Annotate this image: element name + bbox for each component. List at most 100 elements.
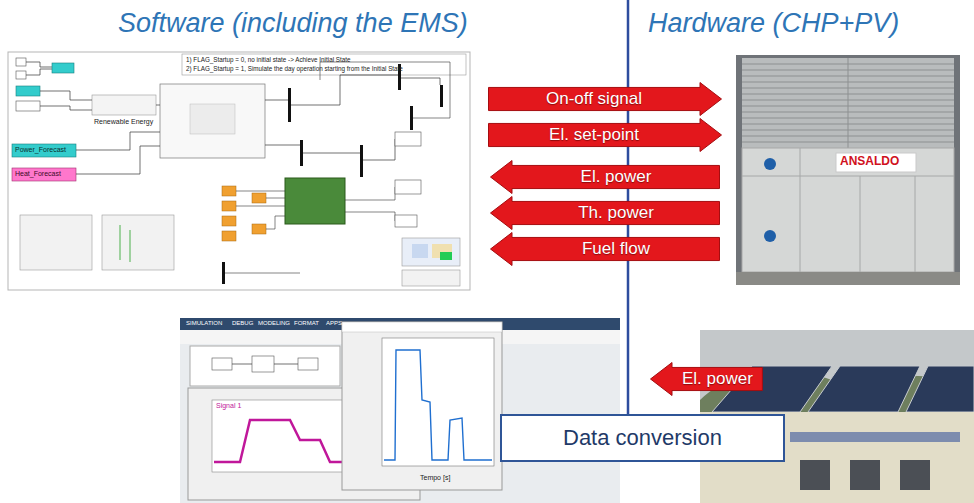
toolbar-tab: APPS (326, 320, 342, 327)
matlab-screenshot-part (212, 358, 232, 370)
chp-photo-part (742, 58, 954, 148)
simulink-screenshot-part (236, 191, 285, 192)
simulink-screenshot-part (20, 215, 92, 270)
simulink-screenshot-part (236, 206, 285, 207)
matlab-screenshot-part (252, 356, 274, 372)
node-text: El. set-point (549, 125, 639, 145)
simulink-screenshot-part (266, 198, 285, 199)
simulink-screenshot-part (182, 54, 466, 75)
toolbar-tab: MODELING (258, 320, 290, 327)
simulink-screenshot-part (363, 139, 395, 160)
simulink-screenshot-part (252, 193, 266, 203)
matlab-screenshot-part (342, 322, 502, 490)
simulink-screenshot-part (360, 145, 363, 177)
axis-label: Tempo [s] (420, 474, 450, 482)
simulink-screenshot-part (119, 225, 121, 260)
simulink-screenshot-part (12, 168, 76, 181)
toolbar-tab: DEBUG (232, 320, 253, 327)
simulink-screenshot-part (266, 216, 285, 229)
chp-photo-part-part (860, 176, 861, 272)
simulink-screenshot-part (440, 85, 443, 107)
simulink-screenshot-part (76, 146, 160, 174)
matlab-screenshot-part (180, 318, 620, 503)
simulink-screenshot-part (265, 100, 288, 101)
pv-photo-part (850, 460, 880, 490)
simulink-screenshot-part (16, 71, 26, 79)
panel-heading: Hardware (CHP+PV) (648, 8, 899, 39)
node-text: On-off signal (546, 89, 642, 109)
arrow-outline (489, 83, 722, 116)
matlab-screenshot-part (274, 364, 298, 365)
simulink-screenshot-part (288, 88, 291, 122)
simulink-screenshot-part (300, 140, 303, 166)
arrow-outline (489, 119, 722, 152)
block-name: Heat_Forecast (15, 170, 61, 178)
simulink-screenshot-part (156, 105, 160, 106)
simulink-screenshot-part (222, 201, 236, 211)
node-text: El. power (581, 167, 652, 187)
chp-photo-part-part (742, 176, 954, 177)
pv-photo-part (800, 460, 830, 490)
pv-photo-part (790, 432, 960, 442)
simulink-screenshot-part (402, 238, 460, 266)
simulink-screenshot-part (222, 262, 225, 284)
simulink-screenshot-part (222, 186, 236, 196)
simulink-screenshot-part (40, 106, 92, 110)
simulink-screenshot-part (12, 144, 76, 157)
block-name: Power_Forecast (15, 146, 66, 154)
signal-arrow: El. power (490, 160, 720, 194)
node-text: Fuel flow (582, 239, 650, 259)
arrow-outline (491, 233, 720, 266)
chp-photo-part-part (800, 148, 801, 272)
simulink-screenshot-part (16, 101, 40, 111)
matlab-screenshot-part (342, 322, 502, 332)
simulink-screenshot-part (102, 215, 174, 270)
matlab-screenshot-part (232, 364, 252, 365)
simulink-screenshot-part (345, 187, 395, 200)
node-text: El. power (682, 369, 753, 389)
pv-photo-part (906, 366, 974, 412)
simulink-screenshot-part (190, 104, 235, 134)
arrow-outline (651, 363, 763, 396)
simulink-screenshot-part (16, 86, 40, 96)
simulink-screenshot-part (402, 270, 460, 286)
simulink-screenshot-part (395, 132, 421, 146)
signal-arrow: Th. power (490, 196, 720, 230)
arrow-outline (491, 161, 720, 194)
simulink-screenshot-part (92, 95, 156, 115)
toolbar-tab: SIMULATION (186, 320, 222, 327)
pv-photo-part (900, 460, 930, 490)
signal-arrow: El. power (650, 362, 763, 396)
signal-arrow: On-off signal (488, 82, 722, 116)
model-annotation: 1) FLAG_Startup = 0, no initial state ->… (186, 56, 351, 63)
simulink-screenshot-part (252, 224, 266, 234)
node-text: Data conversion (563, 425, 722, 451)
panel-heading: Software (including the EMS) (118, 8, 468, 39)
signal-arrow: El. set-point (488, 118, 722, 152)
model-annotation: 2) FLAG_Startup = 1, Simulate the day op… (186, 65, 403, 72)
chp-photo-part (736, 272, 960, 285)
simulink-screenshot-part (303, 153, 360, 154)
simulink-screenshot-part (395, 215, 417, 227)
signal-arrow: Fuel flow (490, 232, 720, 266)
matlab-screenshot-part (382, 338, 494, 466)
simulink-screenshot-part (16, 58, 26, 66)
block-name: Renewable Energy (94, 118, 153, 126)
matlab-screenshot-part (298, 358, 318, 370)
arrow-outline (491, 197, 720, 230)
simulink-screenshot-part (345, 212, 395, 221)
simulink-screenshot-part (395, 180, 421, 194)
pv-photo-part (808, 366, 920, 412)
simulink-screenshot-part (285, 178, 345, 224)
chp-photo-part (836, 153, 916, 172)
simulink-screenshot-part (291, 75, 398, 105)
simulink-screenshot-part (265, 145, 300, 146)
simulink-screenshot-part (129, 230, 131, 262)
simulink-screenshot-part (40, 91, 92, 100)
simulink-screenshot-part (8, 52, 470, 290)
matlab-screenshot (180, 318, 620, 503)
chp-photo (736, 55, 960, 285)
chp-photo-part (764, 158, 776, 170)
simulink-screenshot-part (412, 244, 428, 258)
